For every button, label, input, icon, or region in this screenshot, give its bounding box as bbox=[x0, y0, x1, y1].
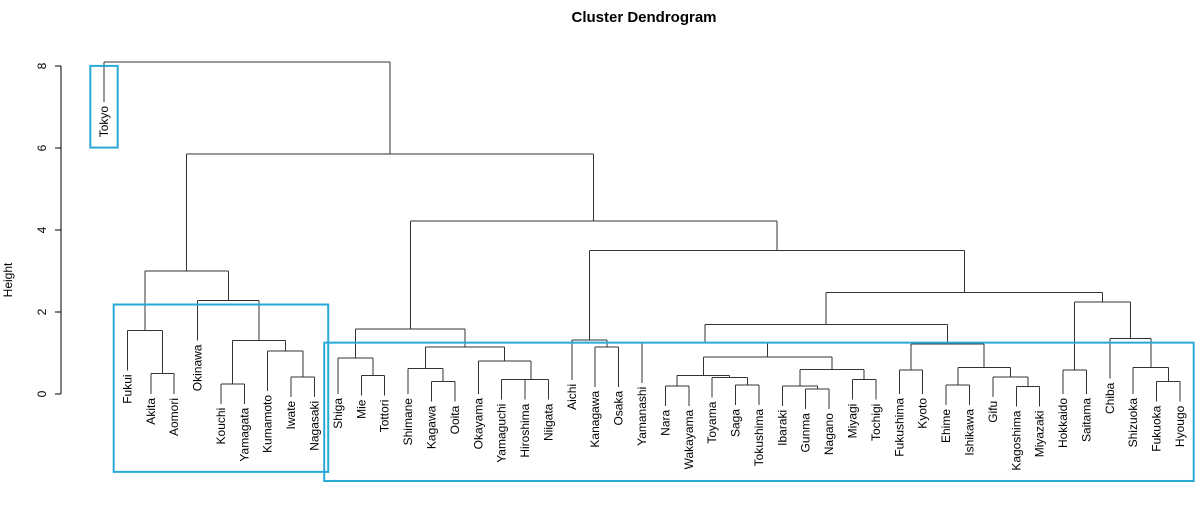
leaf-label: Iwate bbox=[284, 400, 298, 429]
leaf-label: Hyougo bbox=[1173, 405, 1187, 447]
leaf-label: Toyama bbox=[705, 401, 719, 443]
leaf-label: Ibaraki bbox=[775, 410, 789, 446]
chart-title: Cluster Dendrogram bbox=[571, 9, 716, 26]
leaf-label: Tokushima bbox=[752, 409, 766, 467]
leaf-label: Miyazaki bbox=[1033, 411, 1047, 458]
leaf-label: Fukuoka bbox=[1150, 405, 1164, 451]
leaf-label: Gunma bbox=[799, 413, 813, 453]
leaf-label: Shizuoka bbox=[1126, 398, 1140, 448]
y-axis-label: Height bbox=[1, 262, 15, 297]
leaf-label: Nagano bbox=[822, 413, 836, 455]
leaf-label: Hokkaido bbox=[1056, 398, 1070, 448]
leaf-label: Ooita bbox=[448, 405, 462, 434]
cluster-box bbox=[89, 64, 119, 149]
leaf-label: Okayama bbox=[471, 398, 485, 450]
cluster-box bbox=[323, 341, 1195, 482]
y-tick-label: 8 bbox=[35, 62, 49, 69]
y-tick-label: 4 bbox=[35, 226, 49, 233]
leaf-label: Yamagata bbox=[237, 407, 251, 461]
leaf-label: Fukui bbox=[120, 374, 134, 403]
y-tick-label: 2 bbox=[35, 308, 49, 315]
leaf-label: Niigata bbox=[541, 403, 555, 441]
leaf-label: Miyagi bbox=[846, 404, 860, 439]
leaf-label: Kumamoto bbox=[261, 395, 275, 453]
cluster-boxes bbox=[89, 64, 1195, 482]
cluster-box bbox=[112, 303, 330, 473]
leaf-label: Chiba bbox=[1103, 382, 1117, 414]
leaf-label: Shimane bbox=[401, 398, 415, 446]
leaf-label: Kagoshima bbox=[1009, 410, 1023, 470]
leaf-label: Kouchi bbox=[214, 408, 228, 445]
leaf-label: Fukushima bbox=[892, 398, 906, 457]
leaf-label: Saga bbox=[729, 409, 743, 437]
leaf-label: Nara bbox=[658, 409, 672, 435]
leaf-label: Osaka bbox=[612, 391, 626, 426]
leaf-label: Aichi bbox=[565, 384, 579, 410]
leaf-label: Yamaguchi bbox=[495, 404, 509, 463]
leaf-label: Kyoto bbox=[916, 398, 930, 429]
y-axis: 0 2 4 6 8 bbox=[35, 62, 62, 397]
leaf-label: Yamanashi bbox=[635, 387, 649, 446]
leaf-label: Tottori bbox=[378, 400, 392, 433]
leaf-label: Tokyo bbox=[97, 106, 111, 138]
leaf-label: Aomori bbox=[167, 398, 181, 436]
dendrogram-branches bbox=[103, 61, 1181, 410]
leaf-label: Mie bbox=[354, 399, 368, 419]
leaf-label: Kagawa bbox=[424, 405, 438, 449]
leaf-label: Gifu bbox=[986, 401, 1000, 423]
leaf-label: Okinawa bbox=[191, 344, 205, 391]
leaf-label: Kanagawa bbox=[588, 391, 602, 448]
y-tick-label: 0 bbox=[35, 390, 49, 397]
leaf-label: Ehime bbox=[939, 409, 953, 443]
leaf-label: Saitama bbox=[1079, 398, 1093, 442]
leaf-label: Hiroshima bbox=[518, 403, 532, 457]
leaf-label: Tochigi bbox=[869, 404, 883, 441]
leaf-label: Nagasaki bbox=[308, 401, 322, 451]
leaf-label: Shiga bbox=[331, 398, 345, 429]
y-tick-label: 6 bbox=[35, 144, 49, 151]
leaf-label: Akita bbox=[144, 398, 158, 425]
leaf-label: Ishikawa bbox=[962, 409, 976, 456]
leaf-label: Wakayama bbox=[682, 409, 696, 469]
